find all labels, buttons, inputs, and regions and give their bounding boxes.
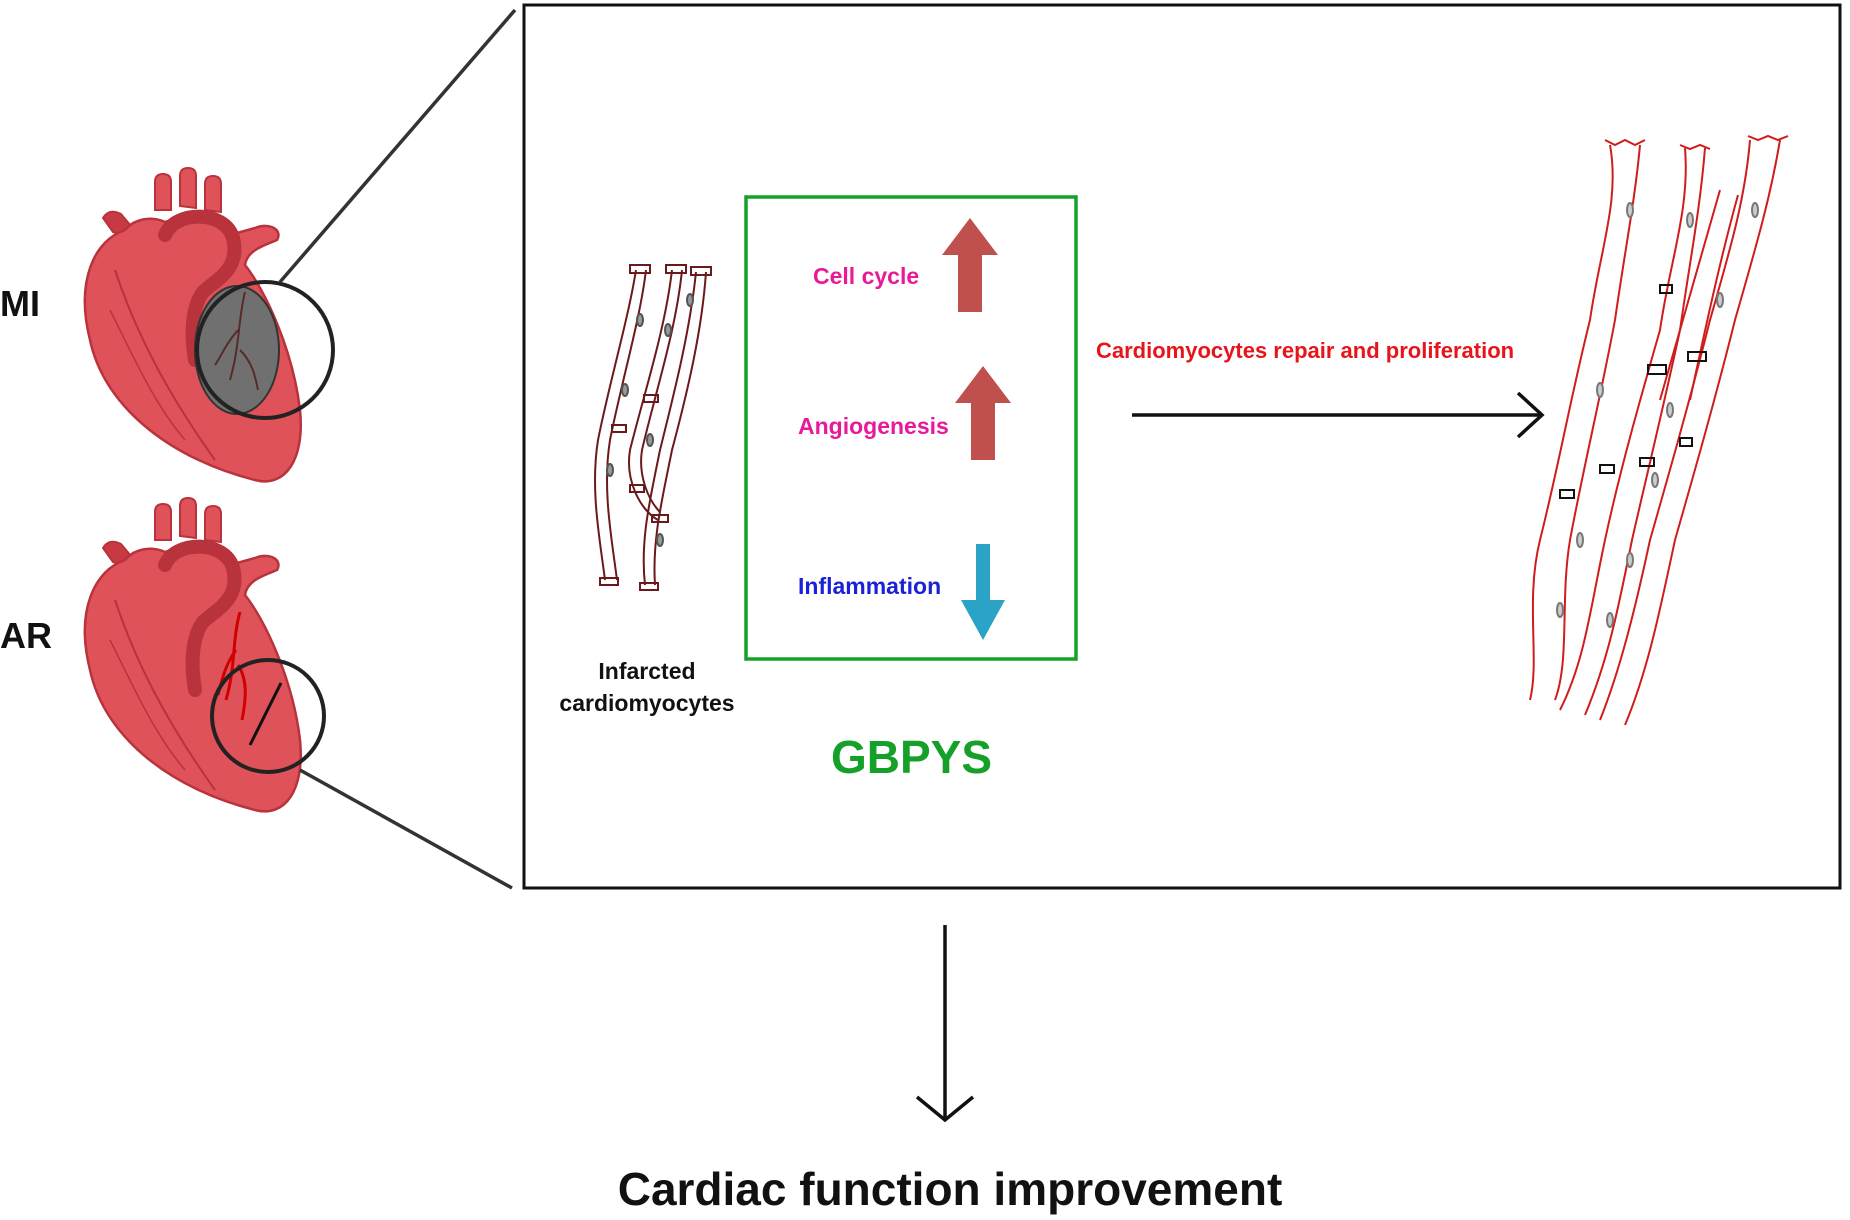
- repaired-cardiomyocytes-sketch: [1529, 134, 1789, 726]
- cell-cycle-up-arrow: [942, 218, 998, 312]
- inflammation-down-arrow: [961, 544, 1005, 640]
- zoom-line-top: [278, 8, 517, 284]
- repair-arrow-head: [1516, 391, 1545, 439]
- infarcted-cardiomyocytes-sketch: [594, 264, 712, 591]
- ligation-line: [248, 682, 283, 746]
- angiogenesis-up-arrow: [955, 366, 1011, 460]
- infarcted-cardiomyocytes-label: Infarcted cardiomyocytes: [559, 658, 735, 716]
- cardiac-function-improvement-label: Cardiac function improvement: [617, 1163, 1283, 1215]
- cell-cycle-label: Cell cycle: [813, 263, 920, 289]
- infarct-vessels: [214, 291, 259, 391]
- gbpys-box: [744, 195, 1078, 661]
- mi-zoom-circle: [195, 280, 335, 420]
- main-panel: [522, 3, 1842, 890]
- ar-label: AR: [0, 615, 52, 656]
- angiogenesis-label: Angiogenesis: [798, 413, 949, 439]
- gbpys-label: GBPYS: [831, 731, 993, 783]
- outcome-arrow-head: [915, 1095, 975, 1123]
- repair-proliferation-label: Cardiomyocytes repair and proliferation: [1096, 338, 1515, 363]
- ar-heart-icon: [85, 498, 301, 811]
- zoom-line-bottom: [299, 768, 513, 890]
- ar-zoom-circle: [210, 658, 326, 774]
- inflammation-label: Inflammation: [798, 573, 942, 599]
- mi-label: MI: [0, 283, 40, 324]
